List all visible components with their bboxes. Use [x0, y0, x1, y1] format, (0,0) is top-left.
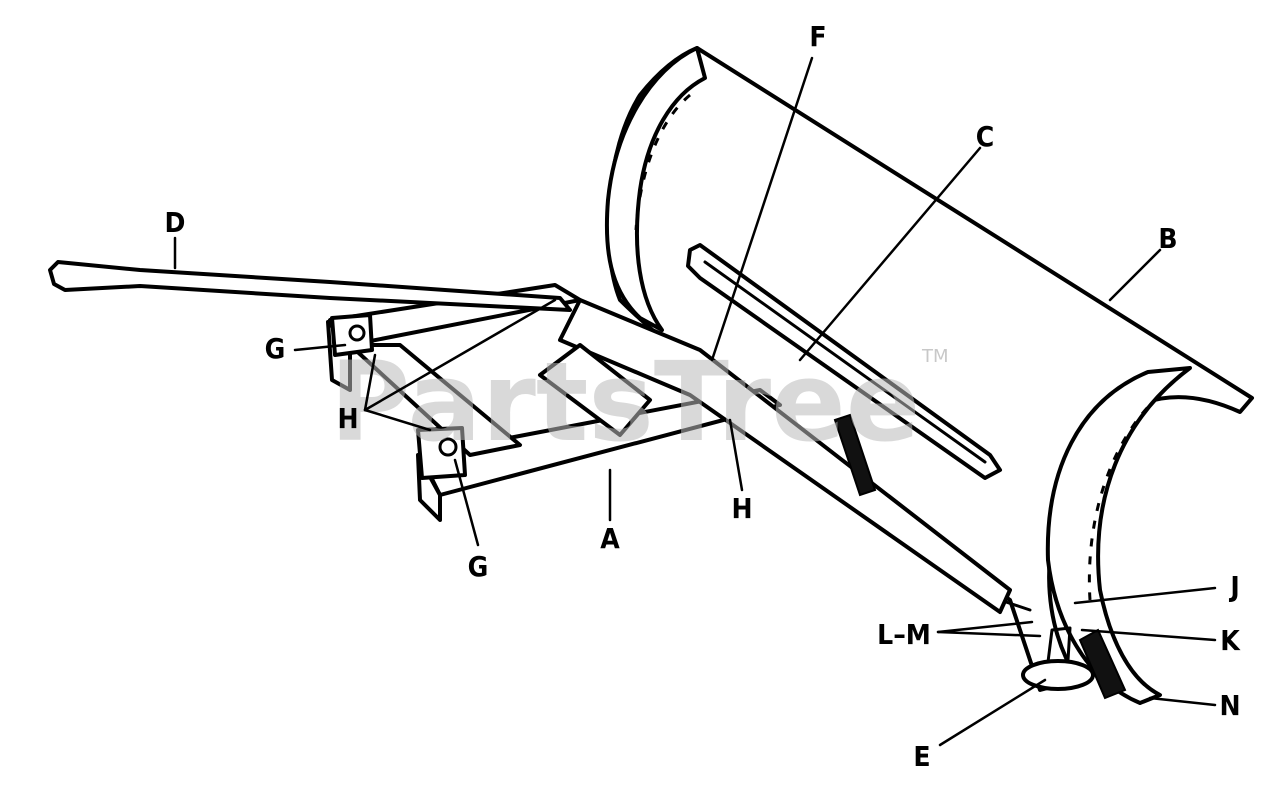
callout-a: A [600, 522, 620, 555]
blade-brace [686, 243, 1002, 480]
spring [833, 413, 877, 497]
callout-b: B [1158, 222, 1177, 255]
callout-e: E [913, 740, 930, 773]
spring [1078, 628, 1127, 700]
lift-rod [48, 260, 572, 312]
callout-c: C [976, 120, 994, 153]
callout-n: N [1219, 689, 1240, 722]
watermark: PartsTree [330, 338, 921, 466]
callout-j: J [1228, 570, 1239, 603]
leader-lines [173, 56, 1217, 747]
callout-g-lower: G [468, 550, 489, 583]
watermark-trademark: TM [921, 346, 949, 367]
callout-lm: L–M [877, 618, 931, 651]
callout-f: F [809, 20, 826, 53]
callout-h-right: H [731, 492, 752, 525]
callout-k: K [1220, 624, 1241, 657]
callout-h-left: H [337, 402, 358, 435]
callout-g-upper: G [265, 332, 286, 365]
callout-d: D [165, 206, 186, 239]
